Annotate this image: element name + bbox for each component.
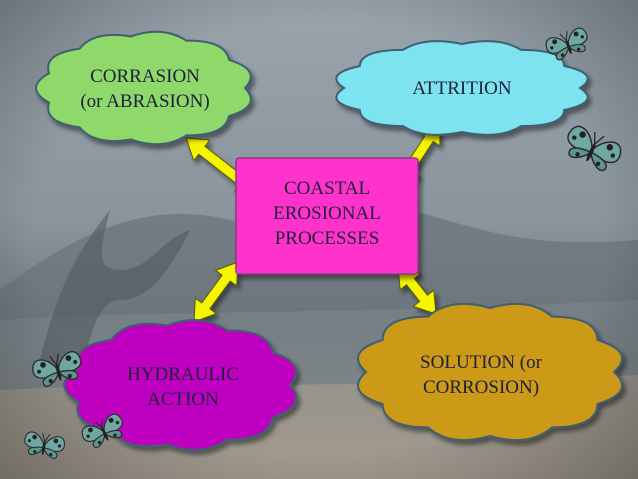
solution-label: SOLUTION (or CORROSION) (376, 350, 586, 400)
hydraulic-action-label: HYDRAULIC ACTION (88, 362, 278, 412)
solution-line-2: CORROSION) (422, 377, 540, 398)
solution-cloud (356, 302, 624, 442)
hydraulic-line-1: HYDRAULIC (127, 364, 239, 385)
corrasion-cloud (35, 30, 252, 146)
attrition-line-1: ATTRITION (412, 78, 512, 99)
center-box (235, 157, 419, 275)
corrasion-label: CORRASION (or ABRASION) (50, 64, 240, 114)
corrasion-line-2: (or ABRASION) (80, 91, 210, 112)
corrasion-line-1: CORRASION (90, 66, 200, 87)
hydraulic-line-2: ACTION (147, 389, 219, 410)
attrition-cloud (335, 40, 589, 136)
center-line-2: EROSIONAL (273, 203, 381, 224)
center-line-3: PROCESSES (274, 228, 380, 249)
center-line-1: COASTAL (283, 178, 371, 199)
solution-line-1: SOLUTION (or (420, 352, 542, 373)
hydraulic-action-cloud (63, 319, 298, 451)
center-label: COASTAL EROSIONAL PROCESSES (236, 176, 418, 251)
attrition-label: ATTRITION (352, 76, 572, 101)
